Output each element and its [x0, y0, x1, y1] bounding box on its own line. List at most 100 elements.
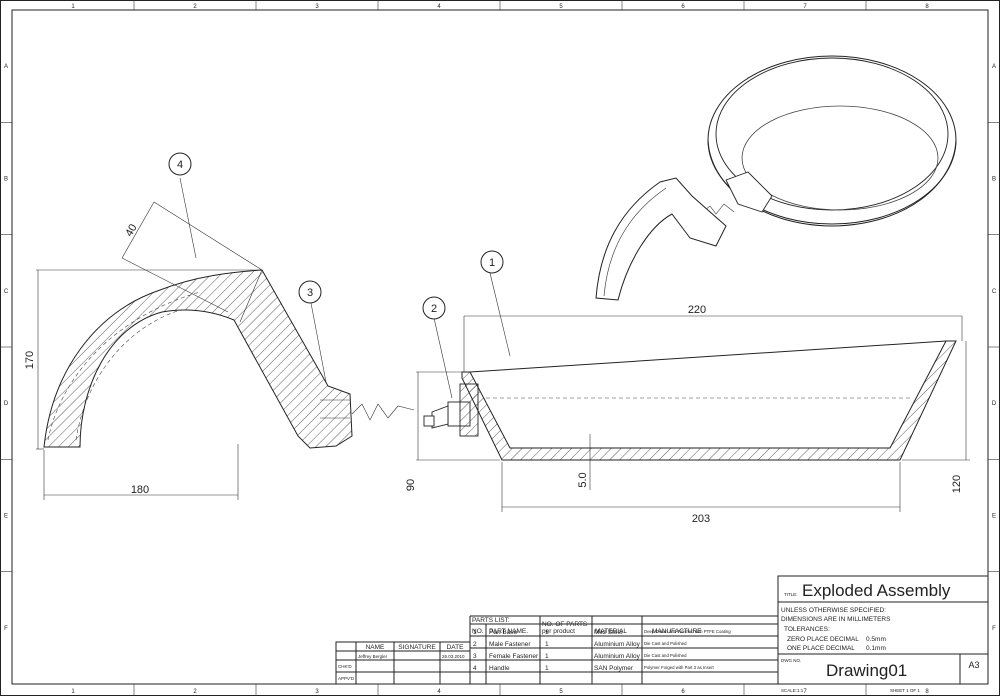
- balloon-group: 4 3 2 1: [168, 152, 504, 320]
- parts-row-name: Male Fastener: [489, 641, 531, 648]
- signoff-name: Jeffrey Bergler: [358, 654, 388, 659]
- parts-row-name: Handle: [489, 665, 510, 672]
- signoff-header-date: DATE: [447, 644, 465, 651]
- column-marker: 8: [925, 4, 929, 10]
- parts-row-name: Pan Base: [489, 629, 518, 636]
- spec-line-1: UNLESS OTHERWISE SPECIFIED:: [781, 607, 886, 614]
- column-marker: 2: [193, 4, 197, 10]
- parts-header-material: MATERIAL: [595, 628, 627, 635]
- column-marker: 4: [437, 4, 441, 10]
- dim-handle-thickness: 40: [123, 222, 140, 239]
- parts-row-no: 2: [473, 641, 477, 648]
- row-marker: A: [992, 64, 996, 70]
- dim-handle-height: 170: [24, 351, 36, 369]
- parts-row-manufacture: Polymer Forged with Part 3 as Insert: [644, 665, 715, 670]
- parts-row-manufacture: Deep Drawn and Finished with PTFE Coatin…: [644, 629, 731, 634]
- balloon-number: 1: [489, 257, 495, 269]
- parts-row-material: Aluminium Alloy: [594, 653, 641, 660]
- row-marker: B: [992, 177, 996, 183]
- signoff-header-signature: SIGNATURE: [398, 644, 436, 651]
- tolerance-zero-value: 0.5mm: [866, 636, 886, 643]
- dim-pan-top-width: 220: [688, 304, 706, 316]
- parts-row-no: 3: [473, 653, 477, 660]
- parts-header-manufacture: MANUFACTURE: [652, 628, 702, 635]
- handle-section: [43, 269, 353, 449]
- parts-row-name: Female Fastener: [489, 653, 539, 660]
- parts-row-qty: 1: [545, 629, 549, 636]
- balloon-number: 4: [177, 159, 183, 171]
- column-marker: 3: [315, 689, 319, 695]
- tolerance-one-place: ONE PLACE DECIMAL: [787, 645, 855, 652]
- balloon-circle: [298, 280, 322, 304]
- pan-section: [461, 340, 957, 461]
- column-marker: 6: [681, 689, 685, 695]
- parts-row-material: SAN Polymer: [594, 665, 634, 672]
- column-marker: 1: [71, 4, 75, 10]
- scale-label: SCALE:1:1: [781, 688, 804, 693]
- row-marker: A: [4, 64, 8, 70]
- column-marker: 4: [437, 689, 441, 695]
- dwg-no-label: DWG NO.: [781, 658, 801, 663]
- pan-section-view: [416, 272, 970, 512]
- column-marker: 5: [559, 689, 563, 695]
- parts-header-name: PART NAME.: [489, 628, 528, 635]
- column-marker: 5: [559, 4, 563, 10]
- male-fastener-view: [423, 317, 479, 437]
- parts-header-no: NO.: [472, 628, 484, 635]
- sheet-size: A3: [968, 660, 979, 670]
- column-marker: 3: [315, 4, 319, 10]
- dim-handle-width: 180: [131, 484, 149, 496]
- row-marker: C: [4, 289, 9, 295]
- parts-row-material: Mild Steel: [594, 629, 623, 636]
- dim-pan-height-left: 90: [405, 479, 417, 491]
- balloon-number: 2: [431, 303, 437, 315]
- row-marker: C: [992, 289, 997, 295]
- balloon-circle: [168, 152, 192, 176]
- dim-pan-wall: 5.0: [577, 472, 589, 487]
- tolerance-one-value: 0.1mm: [866, 645, 886, 652]
- signoff-date: 26.03.2010: [442, 654, 465, 659]
- tolerance-label: TOLERANCES:: [784, 626, 830, 633]
- column-marker: 6: [681, 4, 685, 10]
- handle-section-view: [36, 177, 415, 500]
- parts-row-no: 1: [473, 629, 477, 636]
- parts-list-caption: PARTS LIST:: [472, 617, 510, 624]
- row-marker: D: [992, 401, 997, 407]
- row-marker: F: [992, 626, 996, 632]
- signoff-approved-label: APPV'D: [338, 676, 355, 681]
- row-marker: F: [4, 626, 8, 632]
- parts-row-manufacture: Die Cast and Polished: [644, 641, 687, 646]
- spec-line-2: DIMENSIONS ARE IN MILLIMETERS: [781, 616, 891, 623]
- column-marker: 8: [925, 689, 929, 695]
- column-marker: 2: [193, 689, 197, 695]
- signoff-checked-label: CHK'D: [338, 664, 352, 669]
- parts-row-material: Aluminium Alloy: [594, 641, 641, 648]
- parts-list: PARTS LIST: NO. PART NAME. NO. OF PARTSper …: [469, 615, 779, 685]
- balloon-circle: [480, 250, 504, 274]
- column-marker: 7: [803, 689, 807, 695]
- parts-header-qty-sub: per product: [542, 628, 575, 635]
- parts-row-qty: 1: [545, 641, 549, 648]
- handle-isometric: [595, 177, 727, 301]
- title-label: TITLE:: [784, 592, 798, 597]
- column-marker: 7: [803, 4, 807, 10]
- row-marker: D: [4, 401, 9, 407]
- balloon-number: 3: [307, 287, 313, 299]
- dim-pan-bottom-width: 203: [692, 513, 710, 525]
- signoff-header-name: NAME: [366, 644, 385, 651]
- drawing-title: Exploded Assembly: [802, 581, 951, 600]
- tolerance-zero-place: ZERO PLACE DECIMAL: [787, 636, 859, 643]
- signoff-block: NAME SIGNATURE DATE Jeffrey Bergler 26.03.20…: [335, 641, 471, 685]
- balloon-circle: [422, 296, 446, 320]
- parts-row-qty: 1: [545, 653, 549, 660]
- row-marker: B: [4, 177, 8, 183]
- sheet-count: SHEET 1 OF 1: [890, 688, 920, 693]
- column-marker: 1: [71, 689, 75, 695]
- parts-header-qty: NO. OF PARTS: [542, 621, 588, 628]
- row-marker: E: [992, 514, 996, 520]
- parts-row-manufacture: Die Cast and Polished: [644, 653, 687, 658]
- pan-isometric-view: [595, 55, 957, 301]
